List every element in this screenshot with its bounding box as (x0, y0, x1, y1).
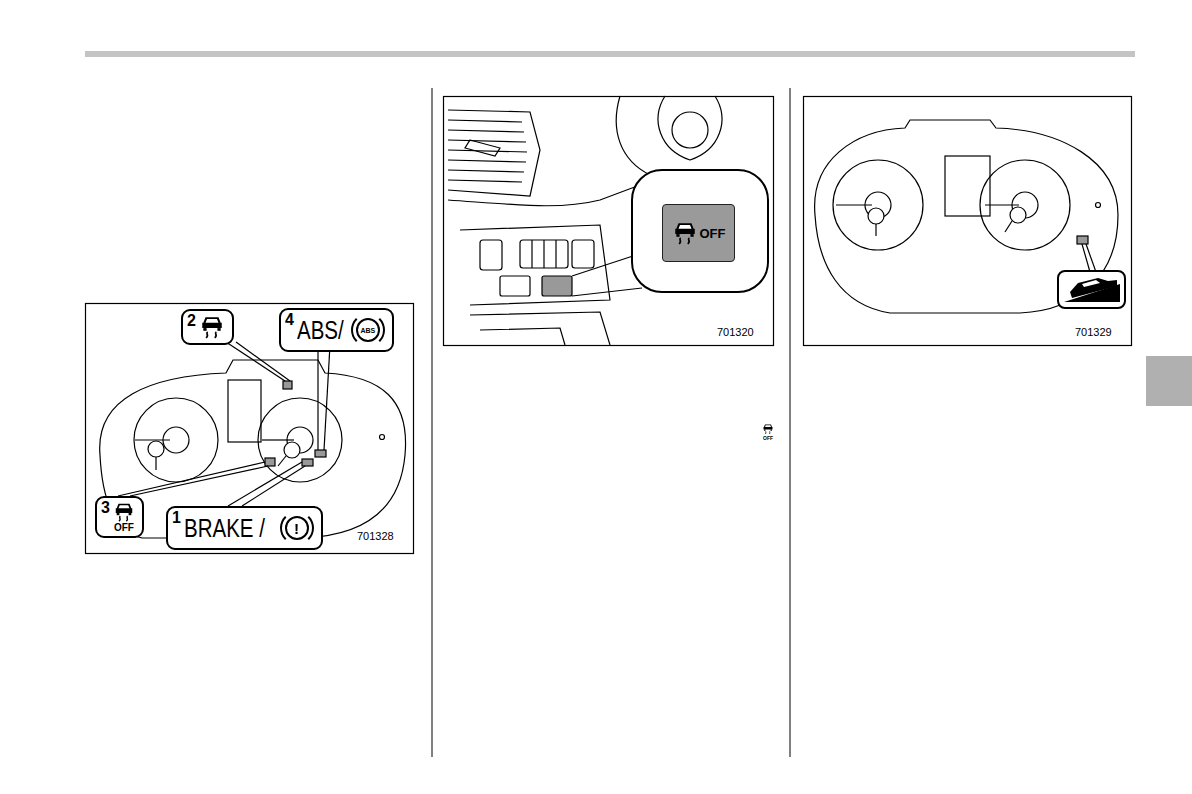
figure-number: 701320 (717, 327, 754, 338)
callout-box: 4ABS/ABS (279, 308, 394, 352)
hill-assist-figure (804, 97, 1132, 346)
column-rule (432, 88, 433, 757)
section-tab (1146, 356, 1192, 406)
warning-symbol: ! (280, 511, 314, 545)
dashboard-figure (444, 96, 774, 346)
indicator-label: OFF (114, 523, 134, 533)
figure-number: 701329 (1075, 327, 1112, 338)
figure-number: 701328 (357, 531, 394, 542)
icon-stack: OFF (113, 501, 135, 533)
button-face: OFF (672, 220, 726, 246)
callout-box: 1BRAKE /! (166, 506, 323, 550)
button-box: OFF (662, 204, 735, 262)
traction-icon (199, 314, 225, 340)
indicator-label: ABS/ (297, 318, 344, 343)
traction-icon (113, 501, 135, 523)
callout-box: 3OFF (95, 496, 144, 538)
callout-number: 1 (172, 510, 181, 526)
callout-number: 2 (187, 313, 196, 329)
indicator-label: BRAKE / (184, 516, 265, 541)
column-rule (790, 88, 791, 757)
symbol-text: ! (294, 521, 299, 536)
warning-circle: ABS (356, 318, 380, 342)
inline-icon-label: OFF (763, 436, 773, 441)
callout-number: 4 (285, 312, 294, 328)
header-rule (85, 51, 1135, 57)
warning-symbol: ABS (351, 313, 385, 347)
warning-circle: ! (285, 516, 309, 540)
callout-box: 2 (181, 309, 234, 345)
traction-icon (672, 220, 698, 246)
callout-number: 3 (101, 500, 110, 516)
button-label: OFF (700, 227, 726, 240)
cluster-figure (86, 304, 414, 554)
symbol-text: ABS (361, 327, 376, 334)
inline-traction-icon (764, 425, 773, 435)
